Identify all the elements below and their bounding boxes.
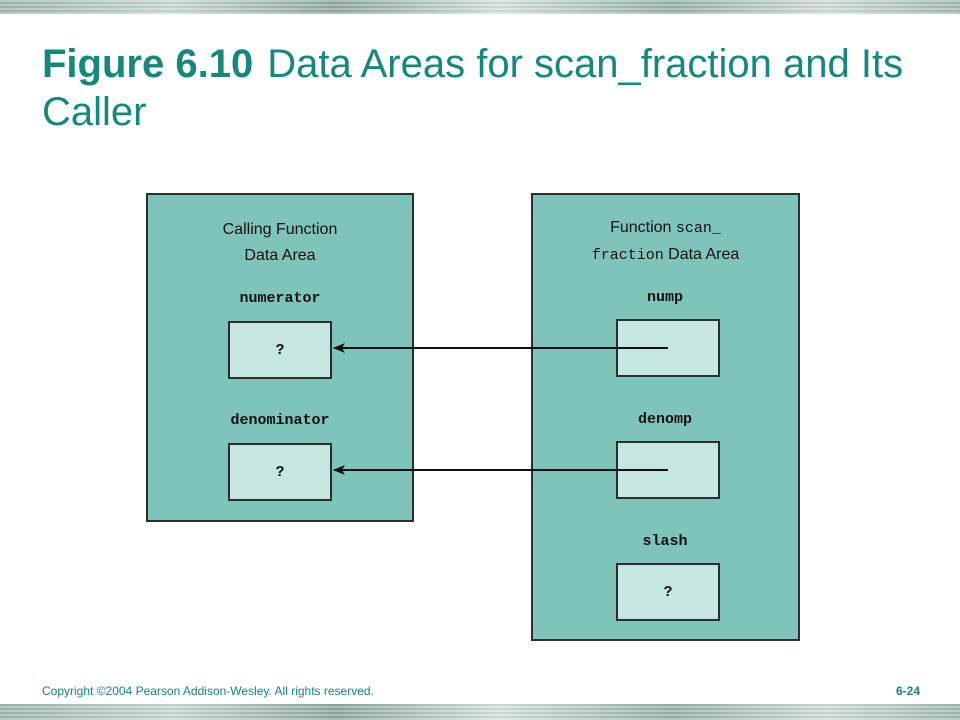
- denominator-cell: ?: [228, 443, 332, 501]
- slash-cell: ?: [616, 563, 720, 621]
- calling-function-data-area: Calling Function Data Area numerator ? d…: [146, 193, 414, 522]
- top-decorative-band: [0, 0, 960, 14]
- calling-area-title-line1: Calling Function: [222, 221, 338, 238]
- numerator-label: numerator: [239, 290, 321, 307]
- figure-caption: Data Areas for scan_fraction and Its Cal…: [42, 42, 904, 134]
- numerator-cell: ?: [228, 321, 332, 379]
- scan-area-title-mono1: scan_: [675, 220, 721, 237]
- figure-number: Figure 6.10: [42, 42, 254, 86]
- nump-label: nump: [646, 289, 683, 306]
- scan-area-title-suffix: Data Area: [663, 246, 740, 263]
- scan-area-title-prefix: Function: [610, 219, 676, 236]
- scan-area-title: Function scan_ fraction Data Area: [533, 215, 798, 269]
- scan-area-title-mono2: fraction: [591, 247, 664, 264]
- denominator-label: denominator: [230, 412, 330, 429]
- denomp-label: denomp: [637, 411, 692, 428]
- bottom-decorative-band: [0, 704, 960, 720]
- calling-area-title: Calling Function Data Area: [148, 217, 412, 269]
- page-number: 6-24: [895, 684, 920, 698]
- slash-label: slash: [642, 533, 688, 550]
- copyright-notice: Copyright ©2004 Pearson Addison-Wesley. …: [42, 684, 374, 698]
- calling-area-title-line2: Data Area: [244, 247, 316, 264]
